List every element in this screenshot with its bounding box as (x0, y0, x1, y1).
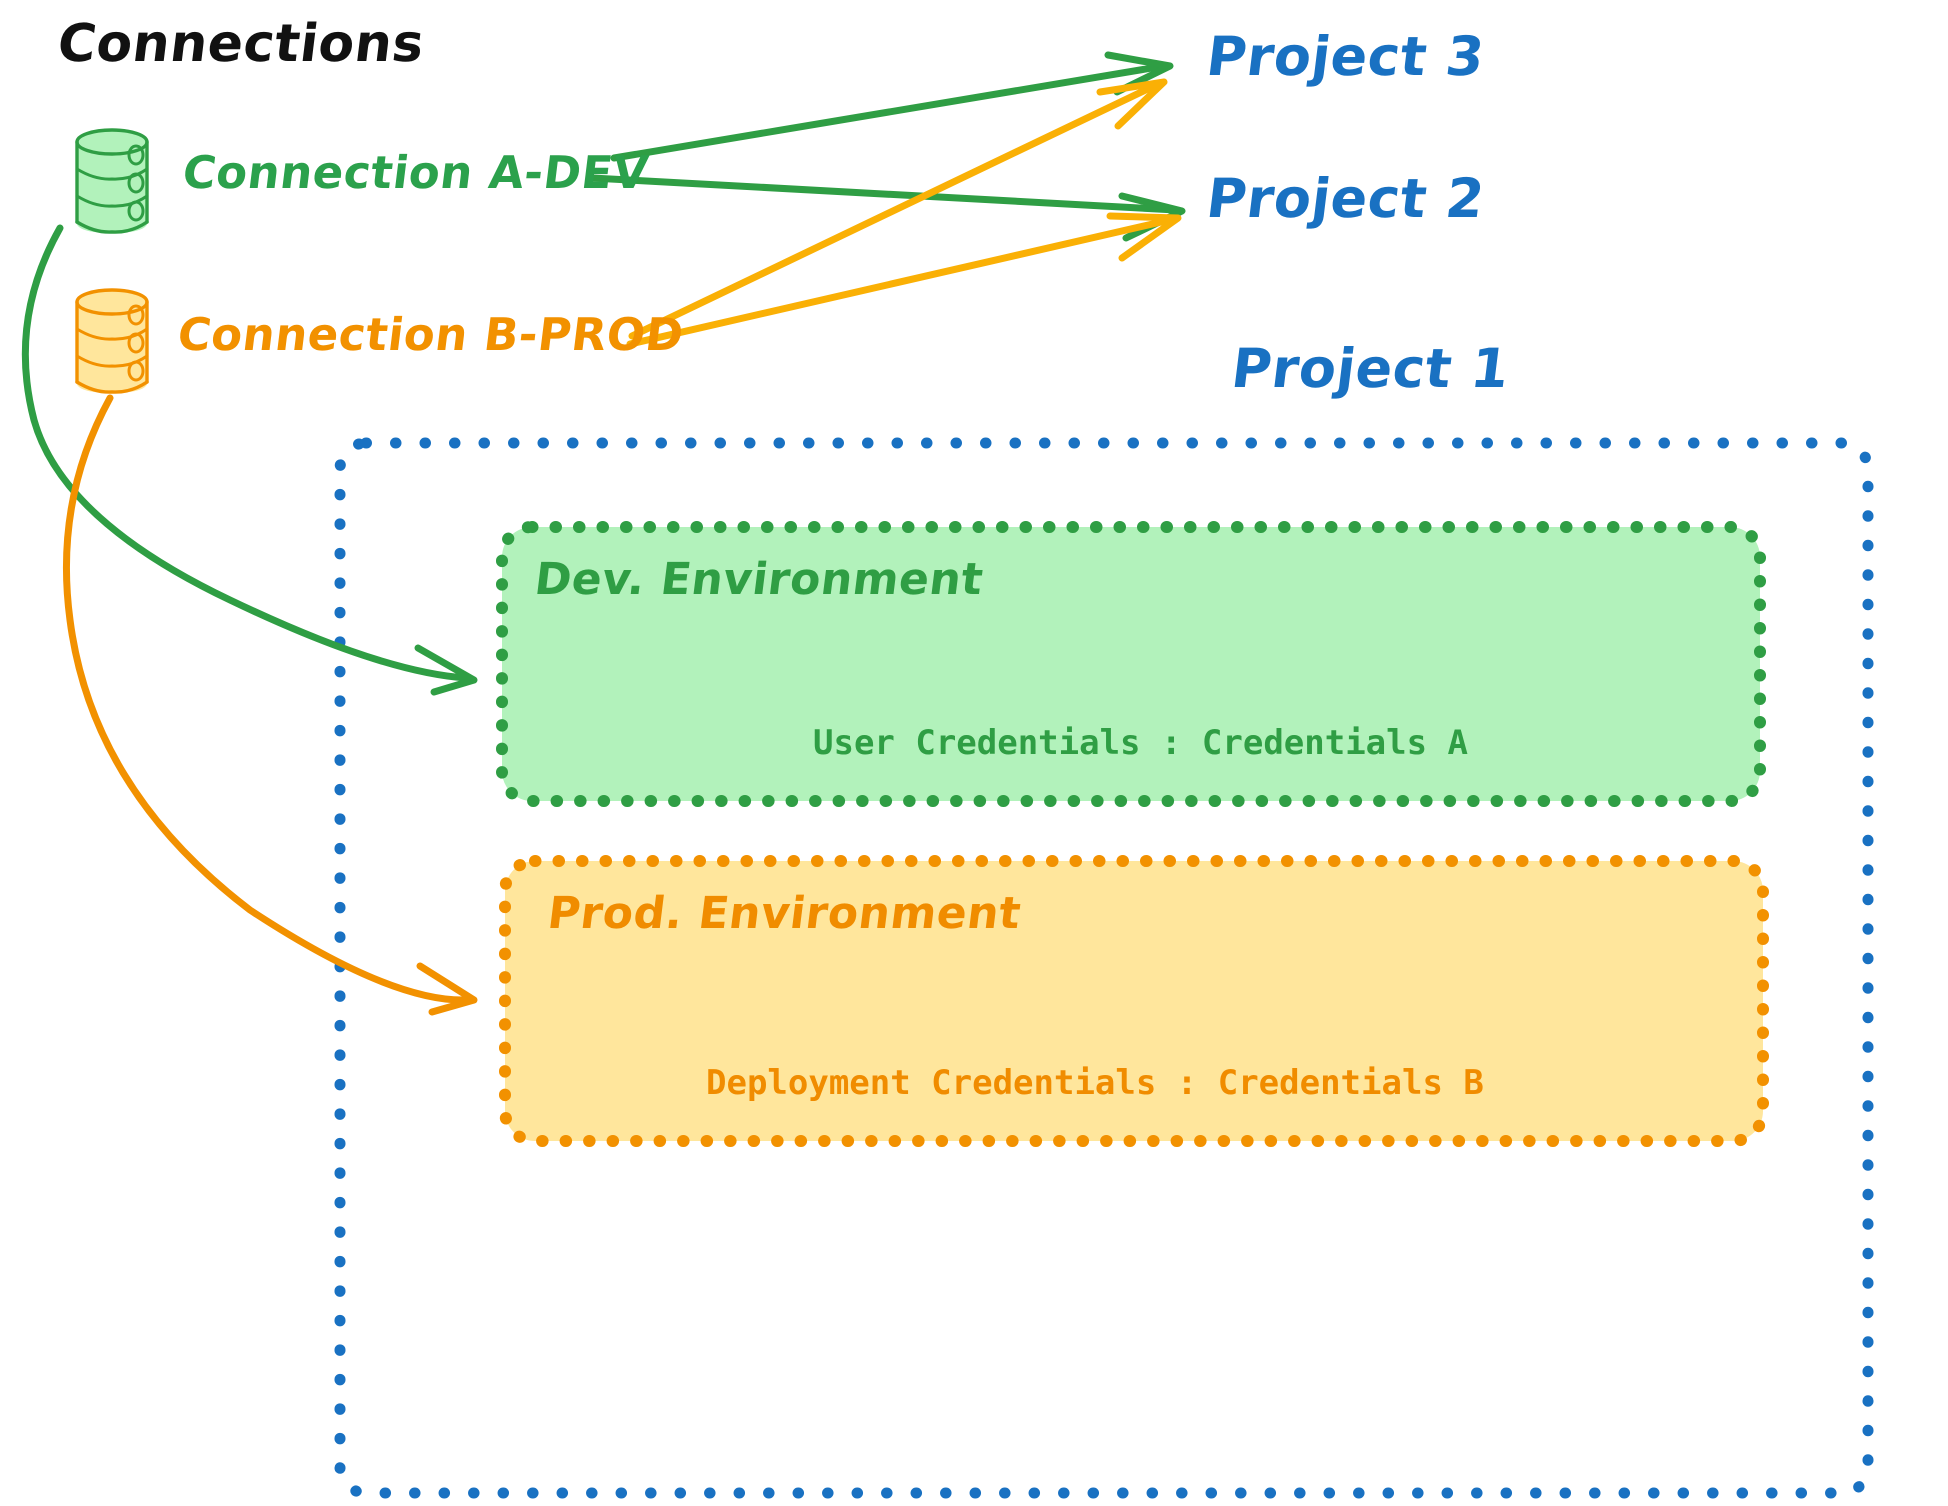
prod-environment-credentials: Deployment Credentials : Credentials B (706, 1063, 1484, 1103)
arrow-a-dev-to-dev-environment (21, 224, 478, 696)
project-1-label[interactable]: Project 1 (1228, 337, 1514, 400)
dev-environment-box[interactable] (496, 521, 1766, 807)
prod-environment-title: Prod. Environment (544, 888, 1024, 939)
project-1-boundary (334, 437, 1874, 1499)
arrow-a-dev-to-project-3 (610, 51, 1174, 162)
page-title: Connections (54, 14, 428, 74)
dev-environment-credentials: User Credentials : Credentials A (813, 723, 1469, 763)
dev-environment-title: Dev. Environment (531, 554, 987, 605)
connection-b-prod-label[interactable]: Connection B-PROD (174, 308, 687, 361)
arrow-b-prod-to-prod-environment (63, 394, 478, 1016)
database-cylinder-icon-green[interactable] (75, 128, 149, 234)
project-2-label[interactable]: Project 2 (1203, 167, 1489, 230)
arrow-a-dev-to-project-2 (588, 174, 1186, 242)
database-cylinder-icon-orange[interactable] (75, 288, 149, 394)
project-3-label[interactable]: Project 3 (1203, 25, 1489, 88)
arrow-b-prod-to-project-3 (628, 78, 1168, 340)
connection-a-dev-label[interactable]: Connection A-DEV (179, 146, 652, 199)
arrow-b-prod-to-project-2 (626, 212, 1182, 348)
prod-environment-box[interactable] (499, 855, 1769, 1147)
